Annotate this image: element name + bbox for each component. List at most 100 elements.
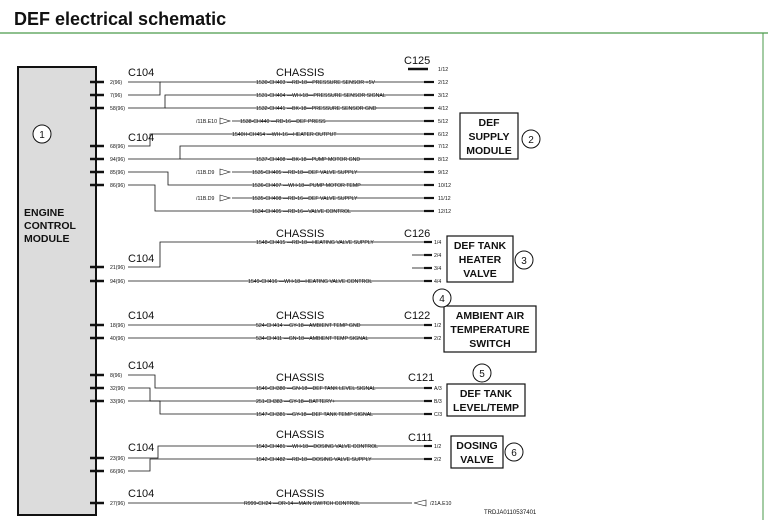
component-number: 4 xyxy=(439,294,445,305)
ecm-pin-stubs-group-2 xyxy=(90,144,104,187)
chassis-label: CHASSIS xyxy=(276,429,324,441)
heater-valve-label-2: HEATER xyxy=(459,254,502,266)
ecm-pin-label: 68(96) xyxy=(110,144,125,150)
wire-label: 1540H-CH454 —WH-16—HEATER OUTPUT xyxy=(232,132,337,138)
connector-c104-label: C104 xyxy=(128,253,154,265)
wire-label: 1530-CH403 —RD-18—PRESSURE SENSOR +5V xyxy=(256,80,375,86)
def-supply-module-label-3: MODULE xyxy=(466,145,512,157)
ecm-pin-stubs-group-1 xyxy=(90,80,104,110)
ecm-pin-label: 85(96) xyxy=(110,170,125,176)
wire-label: 1532-CH441 —BK-18—PRESSURE SENSOR GND xyxy=(256,106,377,112)
wires-group-2 xyxy=(128,133,424,212)
ecm-pin-stubs-group-5 xyxy=(90,373,104,403)
wires-group-5 xyxy=(128,374,424,415)
connector-c126-label: C126 xyxy=(404,228,430,240)
wire-label: 1535-CH408 —RD-16—DEF VALVE SUPPLY xyxy=(252,196,358,202)
component-number-circle xyxy=(472,363,492,383)
reference-arrow xyxy=(413,499,427,507)
connector-c125-pins xyxy=(424,80,434,213)
wires-group-3 xyxy=(128,241,424,282)
wires-group-1 xyxy=(128,81,424,135)
dosing-valve-box xyxy=(450,435,504,469)
component-number: 3 xyxy=(521,256,527,267)
wire-label: 1535-CH405 —RD-18—DEF VALVE SUPPLY xyxy=(252,170,358,176)
level-temp-label-2: LEVEL/TEMP xyxy=(453,402,519,414)
heater-valve-label-3: VALVE xyxy=(463,268,496,280)
ecm-label-line-3: MODULE xyxy=(24,233,70,245)
component-number-circle xyxy=(504,442,524,462)
wire-label: 1536-CH407 —WH-18—PUMP MOTOR TEMP xyxy=(252,183,361,189)
cross-reference: /11B.D9 xyxy=(196,196,214,202)
wires-group-6 xyxy=(128,445,424,472)
chassis-label: CHASSIS xyxy=(276,228,324,240)
connector-c104-label: C104 xyxy=(128,67,154,79)
ecm-pin-stubs-group-6 xyxy=(90,456,104,473)
c121-pin: B/3 xyxy=(434,399,442,405)
ecm-pin-label: 94(96) xyxy=(110,157,125,163)
reference-arrow xyxy=(219,117,232,125)
ecm-label-line-2: CONTROL xyxy=(24,220,76,232)
c126-pin: 3/4 xyxy=(434,266,441,272)
connector-c126-pins xyxy=(424,240,432,283)
component-number: 2 xyxy=(528,135,534,146)
ecm-label-line-1: ENGINE xyxy=(24,207,64,219)
ambient-switch-label-1: AMBIENT AIR xyxy=(456,310,525,322)
figure-reference-code: TRDJA0110537401 xyxy=(484,510,537,516)
c122-pin: 1/2 xyxy=(434,323,441,329)
connector-c122-pins xyxy=(424,323,432,340)
wire-label: R999-CH24 —OR-14—MAIN SWITCH CONTROL xyxy=(244,501,360,507)
c126-pin: 4/4 xyxy=(434,279,441,285)
component-number-circle xyxy=(514,250,534,270)
def-tank-heater-valve-box xyxy=(446,235,514,283)
connector-c104-label: C104 xyxy=(128,132,154,144)
ambient-air-temperature-switch-box xyxy=(443,305,537,353)
c125-pin: 12/12 xyxy=(438,209,451,215)
ecm-pin-stubs-group-3 xyxy=(90,265,104,283)
ambient-switch-label-2: TEMPERATURE xyxy=(450,324,529,336)
ecm-pin-label: 66(96) xyxy=(110,469,125,475)
reference-arrow xyxy=(219,194,232,202)
c125-pin: 2/12 xyxy=(438,80,448,86)
chassis-label: CHASSIS xyxy=(276,310,324,322)
c121-pin: C/3 xyxy=(434,412,442,418)
connector-c121-pins xyxy=(424,386,432,416)
c125-pin: 11/12 xyxy=(438,196,451,202)
c125-pin: 4/12 xyxy=(438,106,448,112)
connector-c125-pin-labels: 1/12 2/12 3/12 4/12 5/12 6/12 7/12 8/12 … xyxy=(438,67,451,215)
c125-pin: 10/12 xyxy=(438,183,451,189)
ecm-number: 1 xyxy=(39,130,45,141)
c125-pin: 9/12 xyxy=(438,170,448,176)
wire-label: 1537-CH408 —BK-18—PUMP MOTOR GND xyxy=(256,157,360,163)
wire-label: 251-CH383 —GY-18—BATTERY+ xyxy=(256,399,335,405)
ecm-pin-label: 58(96) xyxy=(110,106,125,112)
wires-group-4 xyxy=(128,324,424,339)
ecm-pin-stubs-group-4 xyxy=(90,323,104,340)
connector-c125-label: C125 xyxy=(404,55,430,67)
ecm-pin-label: 21(96) xyxy=(110,265,125,271)
ecm-pin-label: 2(96) xyxy=(110,80,122,86)
c125-pin: 6/12 xyxy=(438,132,448,138)
connector-c121-label: C121 xyxy=(408,372,434,384)
wire-label: 1543-CH481 —WH-18—DOSING VALVE CONTROL xyxy=(256,444,378,450)
chassis-label: CHASSIS xyxy=(276,488,324,500)
wire-label: 534-CH411 —GN-18—AMBIENT TEMP SIGNAL xyxy=(256,336,368,342)
c126-pin: 1/4 xyxy=(434,240,441,246)
c125-pin: 8/12 xyxy=(438,157,448,163)
connector-c104-label: C104 xyxy=(128,360,154,372)
connector-c122-label: C122 xyxy=(404,310,430,322)
cross-reference: /21A.E10 xyxy=(430,501,451,507)
ecm-pin-label: 86(96) xyxy=(110,183,125,189)
chassis-label: CHASSIS xyxy=(276,372,324,384)
page-title: DEF electrical schematic xyxy=(14,9,227,29)
wire-label: 1549-CH416 —WH-18—HEATING VALVE CONTROL xyxy=(248,279,372,285)
ecm-pin-label: 94(96) xyxy=(110,279,125,285)
ecm-pin-label: 7(96) xyxy=(110,93,122,99)
def-supply-module-label-1: DEF xyxy=(479,117,501,129)
ecm-pin-label: 18(96) xyxy=(110,323,125,329)
dosing-valve-label-1: DOSING xyxy=(456,440,497,452)
ecm-pin-label: 23(96) xyxy=(110,456,125,462)
dosing-valve-label-2: VALVE xyxy=(460,454,493,466)
connector-c104-label: C104 xyxy=(128,442,154,454)
wire-label: 1534-CH405 —RD-16—VALVE CONTROL xyxy=(252,209,351,215)
connector-c111-label: C111 xyxy=(408,432,433,444)
